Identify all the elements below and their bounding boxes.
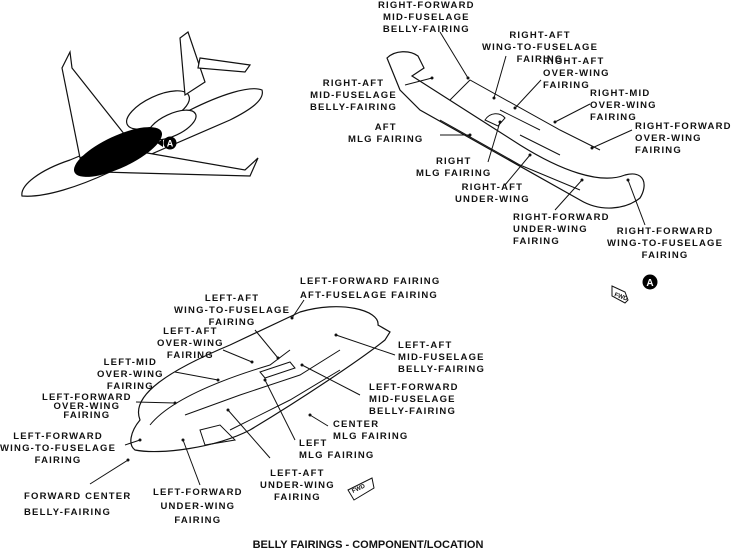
label-right-aft-mid-fuselage-belly-fairing: RIGHT-AFT MID-FUSELAGE BELLY-FAIRING: [310, 78, 398, 113]
label-right-forward-over-wing-fairing: RIGHT-FORWARD OVER-WING FAIRING: [635, 121, 732, 156]
label-left-forward-wing-to-fuselage-fairing: LEFT-FORWARD WING-TO-FUSELAGE FAIRING: [0, 431, 117, 466]
overview-view-arrow: [157, 139, 163, 147]
overview-vertical-tail: [179, 31, 206, 97]
label-left-mlg-fairing: LEFT MLG FAIRING: [299, 438, 375, 461]
label-center-mlg-fairing: CENTER MLG FAIRING: [333, 419, 409, 442]
label-left-mid-over-wing-fairing: LEFT-MID OVER-WING FAIRING: [97, 357, 164, 392]
svg-text:FWD: FWD: [351, 483, 367, 494]
right-fairing-outline: [386, 51, 645, 209]
label-right-aft-wing-to-fuselage-fairing: RIGHT-AFT WING-TO-FUSELAGE FAIRING: [482, 30, 599, 65]
label-right-aft-under-wing: RIGHT-AFT UNDER-WING: [455, 182, 530, 205]
label-forward-center-belly-fairing: FORWARD CENTER BELLY-FAIRING: [24, 491, 132, 518]
label-right-mlg-fairing: RIGHT MLG FAIRING: [416, 156, 492, 179]
overview-belly-fairing-highlight: [73, 127, 163, 177]
label-left-aft-wing-to-fuselage-fairing: LEFT-AFT WING-TO-FUSELAGE FAIRING: [174, 293, 291, 328]
label-left-forward-under-wing-fairing: LEFT-FORWARD UNDER-WING FAIRING: [153, 487, 243, 526]
label-left-forward-over-wing-fairing: LEFT-FORWARD OVER-WING FAIRING: [42, 392, 132, 421]
svg-text:FWD: FWD: [613, 292, 629, 303]
left-fairing-outline: [130, 306, 391, 453]
label-left-aft-mid-fuselage-belly-fairing: LEFT-AFT MID-FUSELAGE BELLY-FAIRING: [398, 340, 486, 375]
label-left-forward-aft-fuselage-fairing: LEFT-FORWARD FAIRING AFT-FUSELAGE FAIRIN…: [300, 276, 441, 301]
right-view-a-circle: [642, 274, 658, 290]
left-fwd-arrow-icon: FWD: [347, 477, 375, 501]
right-fwd-arrow-icon: FWD: [611, 285, 629, 304]
label-left-forward-mid-fuselage-belly-fairing: LEFT-FORWARD MID-FUSELAGE BELLY-FAIRING: [369, 382, 459, 417]
label-right-forward-under-wing-fairing: RIGHT-FORWARD UNDER-WING FAIRING: [513, 212, 610, 247]
label-right-forward-wing-to-fuselage-fairing: RIGHT-FORWARD WING-TO-FUSELAGE FAIRING: [607, 226, 724, 261]
label-right-aft-over-wing-fairing: RIGHT-AFT OVER-WING FAIRING: [543, 56, 610, 91]
label-right-mid-over-wing-fairing: RIGHT-MID OVER-WING FAIRING: [590, 88, 657, 123]
figure-caption: BELLY FAIRINGS - COMPONENT/LOCATION: [252, 539, 484, 551]
label-left-aft-over-wing-fairing: LEFT-AFT OVER-WING FAIRING: [157, 326, 224, 361]
label-left-aft-under-wing-fairing: LEFT-AFT UNDER-WING FAIRING: [260, 468, 335, 503]
label-right-forward-mid-fuselage-belly-fairing: RIGHT-FORWARD MID-FUSELAGE BELLY-FAIRING: [378, 0, 475, 35]
right-view-a-letter: A: [646, 278, 653, 289]
overview-view-a-letter: A: [167, 139, 174, 149]
label-aft-mlg-fairing: AFT MLG FAIRING: [348, 122, 424, 145]
overview-horizontal-tail: [197, 57, 252, 73]
overview-view-a-circle: [163, 136, 177, 150]
